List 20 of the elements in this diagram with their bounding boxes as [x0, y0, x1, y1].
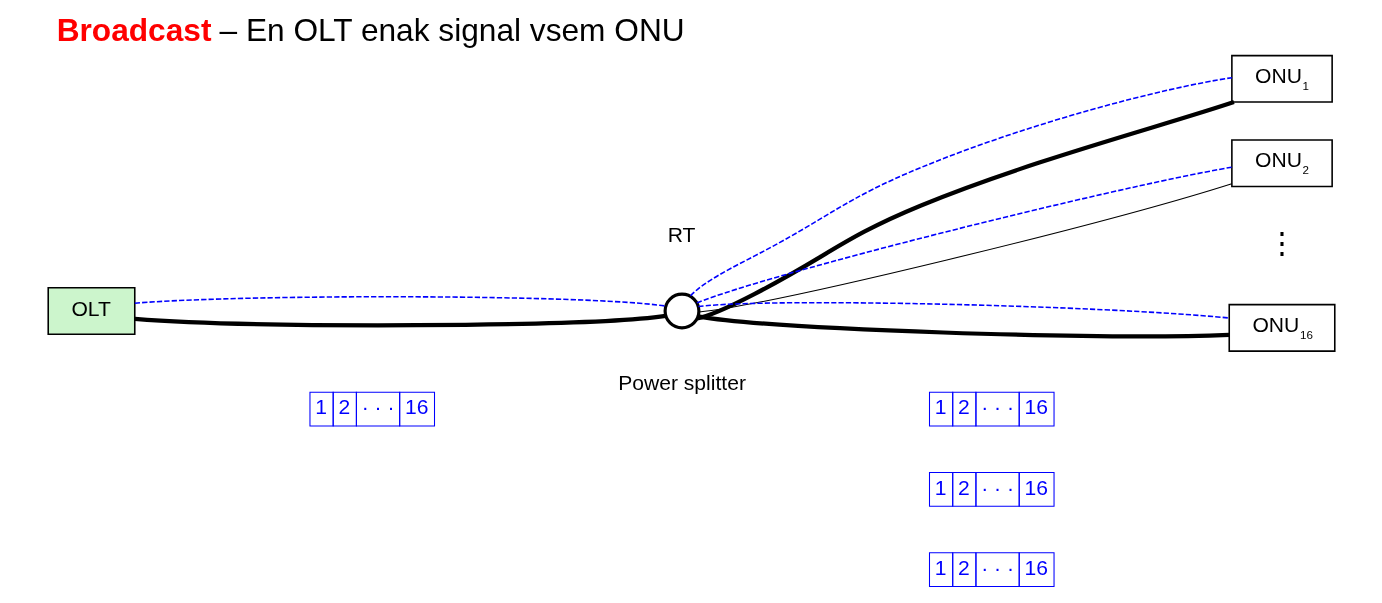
node-label: Power splitter	[617, 371, 746, 395]
label: 1	[934, 555, 947, 579]
label: 16	[1023, 475, 1048, 499]
label: 1	[314, 395, 327, 419]
label: 16	[404, 395, 428, 419]
node-label: RT	[667, 223, 695, 247]
label: 1	[934, 475, 947, 499]
label: · · ·	[980, 555, 1014, 579]
label: 2	[337, 395, 350, 419]
label: ⋮	[1266, 225, 1297, 259]
label: 2	[957, 475, 970, 499]
label: 1	[934, 395, 947, 419]
label: 2	[957, 555, 970, 579]
label: · · ·	[980, 395, 1014, 419]
label: · · ·	[980, 475, 1014, 499]
label: 16	[1023, 395, 1048, 419]
label: 2	[957, 395, 970, 419]
diagram-title: Broadcast – En OLT enak signal vsem ONU	[56, 11, 685, 48]
label: · · ·	[361, 395, 394, 419]
label: 16	[1023, 555, 1048, 579]
